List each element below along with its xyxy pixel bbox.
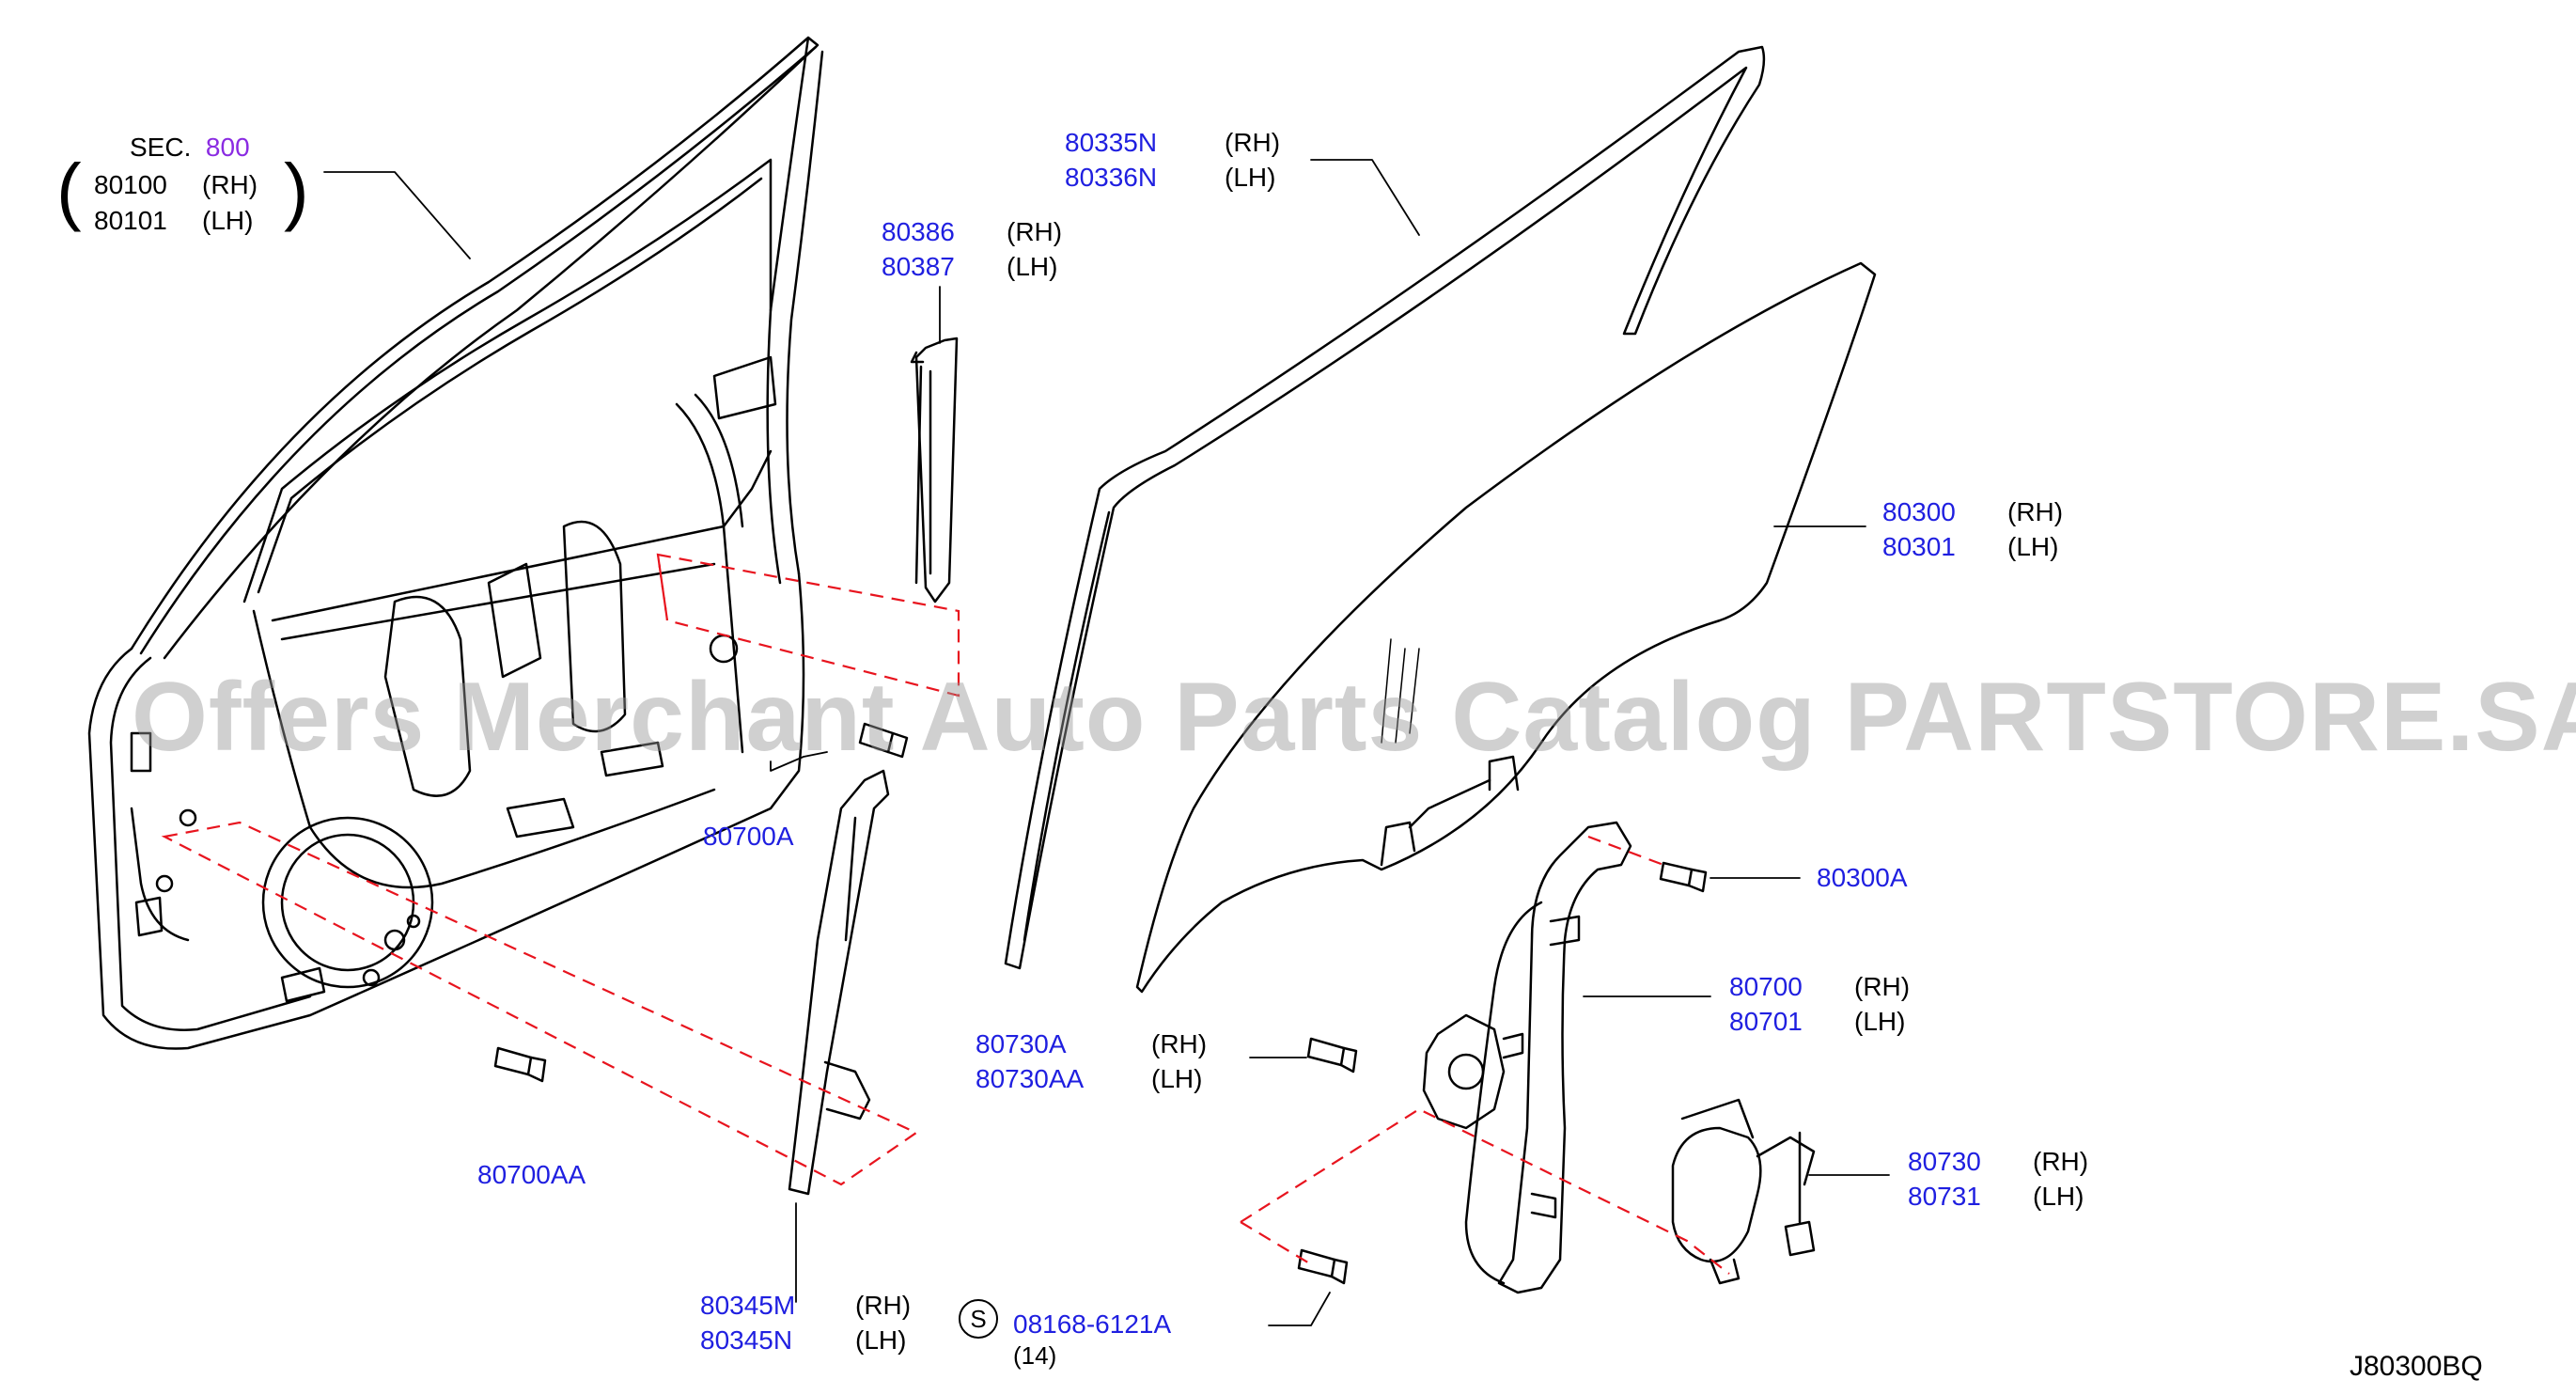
regulator-lh: 80701 (LH) [1729,1007,1905,1036]
glass-rh: 80300 (RH) [1882,497,2063,526]
regulator-rh: 80700 (RH) [1729,972,1910,1001]
door-panel-rh-number[interactable]: 80100 [94,170,167,199]
screw-number[interactable]: 08168-6121A [1013,1309,1172,1339]
motor-lh-number[interactable]: 80731 [1908,1182,1981,1211]
diagram-code: J80300BQ [2350,1351,2483,1382]
door-panel-rh: 80100 (RH) [94,170,258,199]
sash-front-rh: 80386 (RH) [882,217,1062,246]
door-panel-lh: 80101 (LH) [94,206,253,235]
regulator-rh-side: (RH) [1854,972,1911,1001]
sash-front-rh-number[interactable]: 80386 [882,217,955,246]
glass-rh-number[interactable]: 80300 [1882,497,1956,526]
guide-rear-lh: 80345N (LH) [700,1325,906,1355]
bolt-motor-lh-number[interactable]: 80730AA [976,1064,1085,1093]
door-panel-lh-number[interactable]: 80101 [94,206,167,235]
guide-rear-rh: 80345M (RH) [700,1291,911,1320]
right-paren: ) [284,149,309,232]
sash-outer-lh-number[interactable]: 80336N [1065,163,1158,192]
bolt-motor-rh: 80730A (RH) [976,1029,1207,1058]
door-panel-rh-side: (RH) [202,170,258,199]
motor-rh: 80730 (RH) [1908,1147,2088,1176]
sash-outer-rh-side: (RH) [1225,128,1281,157]
sash-front-lh: 80387 (LH) [882,252,1057,281]
guide-rear-rh-number[interactable]: 80345M [700,1291,796,1320]
sec-label: SEC. 800 [130,134,250,161]
guide-rear-lh-number[interactable]: 80345N [700,1325,793,1355]
regulator-lh-side: (LH) [1854,1007,1906,1036]
motor-rh-side: (RH) [2033,1147,2089,1176]
regulator-rh-number[interactable]: 80700 [1729,972,1803,1001]
sash-front-lh-number[interactable]: 80387 [882,252,955,281]
guide-rear-rh-side: (RH) [855,1291,912,1320]
bolt-motor-lh-side: (LH) [1151,1064,1203,1093]
sec-prefix: SEC. [130,133,192,162]
bolt-80700AA-drawing [493,1046,547,1083]
bolt-motor-rh-side: (RH) [1151,1029,1208,1058]
sash-outer-drawing [1004,45,1766,970]
bolt-80700A-drawing [858,722,909,759]
screw-quantity: (14) [1013,1341,1057,1370]
bolt-regulator-number[interactable]: 80700A [703,822,794,851]
bolt-lower-number[interactable]: 80700AA [477,1160,586,1189]
sec-number[interactable]: 800 [205,133,250,162]
screw-08168-drawing [1297,1248,1349,1285]
sash-front-lh-side: (LH) [1007,252,1058,281]
sash-front-drawing [910,337,959,603]
bolt-motor-lh: 80730AA (LH) [976,1064,1202,1093]
left-paren: ( [56,149,82,232]
glass-lh-side: (LH) [2007,532,2059,561]
sash-outer-lh-side: (LH) [1225,163,1276,192]
door-panel-lh-side: (LH) [202,206,254,235]
sash-outer-lh: 80336N (LH) [1065,163,1275,192]
motor-lh-side: (LH) [2033,1182,2084,1211]
bolt-glass-number[interactable]: 80300A [1817,863,1908,892]
sash-outer-rh: 80335N (RH) [1065,128,1280,157]
bolt-80300A-drawing [1659,861,1708,893]
motor-drawing [1671,1098,1816,1285]
watermark: Offers Merchant Auto Parts Catalog PARTS… [132,663,2576,772]
glass-lh: 80301 (LH) [1882,532,2058,561]
glass-drawing [1135,261,1877,994]
sash-outer-rh-number[interactable]: 80335N [1065,128,1158,157]
regulator-lh-number[interactable]: 80701 [1729,1007,1803,1036]
glass-lh-number[interactable]: 80301 [1882,532,1956,561]
regulator-drawing [1422,821,1632,1294]
guide-rear-drawing [788,769,890,1196]
guide-rear-lh-side: (LH) [855,1325,907,1355]
sash-front-rh-side: (RH) [1007,217,1063,246]
bolt-80730A-drawing [1306,1037,1358,1074]
motor-rh-number[interactable]: 80730 [1908,1147,1981,1176]
screw-symbol: S [959,1299,998,1339]
glass-rh-side: (RH) [2007,497,2064,526]
bolt-motor-rh-number[interactable]: 80730A [976,1029,1067,1058]
door-panel-drawing [87,36,824,1050]
motor-lh: 80731 (LH) [1908,1182,2084,1211]
